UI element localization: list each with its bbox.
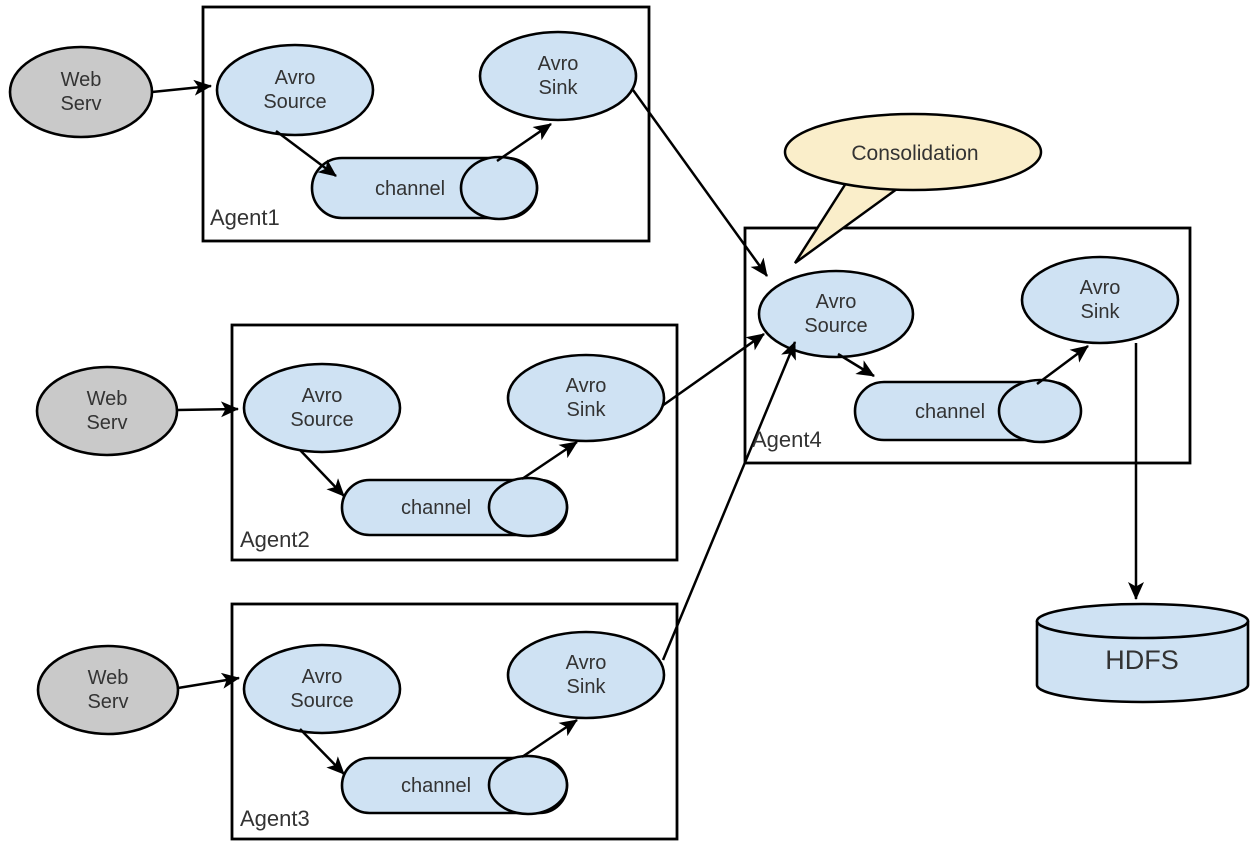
agent4-channel-label: channel [915, 401, 985, 423]
hdfs-cylinder-body [1035, 621, 1250, 704]
agent1-sink-label-line2: Sink [539, 77, 579, 99]
web-serv-1-label-line2: Serv [60, 93, 101, 115]
callout-bubble [783, 112, 1043, 192]
arrow-channel3-to-sink3 [521, 718, 578, 759]
web-serv-3-node [36, 644, 180, 736]
agent3-avro-sink-node [506, 630, 666, 720]
agent1-avro-source-node [215, 43, 375, 137]
agent1-source-label-line1: Avro [275, 67, 316, 89]
agent1-sink-label-line1: Avro [538, 53, 579, 75]
arrow-source1-to-channel1 [275, 130, 337, 177]
agent2-label: Agent2 [240, 527, 310, 552]
agent2-avro-source-node [242, 362, 402, 454]
agent2-sink-label-line1: Avro [566, 375, 607, 397]
arrow-source2-to-channel2 [299, 449, 345, 497]
arrow-sink1-to-source4 [631, 89, 769, 277]
web-serv-2-label-line2: Serv [86, 412, 127, 434]
agent1-label: Agent1 [210, 205, 280, 230]
web-serv-2-label-line1: Web [87, 388, 128, 410]
agent1-channel-label: channel [375, 178, 445, 200]
arrow-source3-to-channel3 [299, 728, 345, 775]
web-serv-2-node [35, 365, 179, 457]
agent2-source-label-line2: Source [290, 409, 353, 431]
web-serv-3-label-line1: Web [88, 667, 129, 689]
agent2-channel-end-cap [487, 476, 569, 538]
arrow-channel4-to-sink4 [1036, 344, 1089, 386]
agent3-label: Agent3 [240, 806, 310, 831]
web-serv-1-node [8, 45, 154, 139]
hdfs-cylinder-top [1035, 602, 1250, 640]
agent4-avro-source-node [757, 269, 915, 359]
web-serv-3-label-line2: Serv [87, 691, 128, 713]
agent4-channel-end-cap [997, 378, 1083, 444]
agent2-sink-label-line2: Sink [567, 399, 607, 421]
agent2-source-label-line1: Avro [302, 385, 343, 407]
agent3-channel-label: channel [401, 775, 471, 797]
agent4-sink-label-line1: Avro [1080, 277, 1121, 299]
agent3-avro-source-node [242, 643, 402, 735]
agent3-source-label-line2: Source [290, 690, 353, 712]
arrow-channel2-to-sink2 [521, 440, 578, 481]
agent4-source-label-line1: Avro [816, 291, 857, 313]
agent3-source-label-line1: Avro [302, 666, 343, 688]
arrow-webserv2-to-source2 [176, 401, 239, 418]
agent4-label: Agent4 [752, 427, 822, 452]
agent4-avro-sink-node [1020, 255, 1180, 345]
agent2-avro-sink-node [506, 353, 666, 443]
agent1-avro-sink-node [478, 30, 638, 122]
web-serv-1-label-line1: Web [61, 69, 102, 91]
agent4-sink-label-line2: Sink [1081, 301, 1121, 323]
arrow-webserv3-to-source3 [177, 672, 240, 690]
arrow-sink2-to-source4 [661, 332, 765, 408]
agent2-channel-label: channel [401, 497, 471, 519]
agent1-channel-end-cap [459, 155, 539, 221]
arrow-webserv1-to-source1 [151, 79, 212, 96]
agent3-channel-end-cap [487, 754, 569, 816]
agent1-source-label-line2: Source [263, 91, 326, 113]
agent3-sink-label-line1: Avro [566, 652, 607, 674]
arrow-source4-to-channel4 [837, 352, 875, 378]
arrow-sink3-to-source4 [661, 341, 797, 661]
consolidation-callout [783, 112, 1043, 265]
agent4-source-label-line2: Source [804, 315, 867, 337]
hdfs-label: HDFS [1105, 645, 1179, 675]
arrow-channel1-to-sink1 [496, 122, 552, 163]
agent3-sink-label-line2: Sink [567, 676, 607, 698]
consolidation-label: Consolidation [851, 142, 978, 165]
